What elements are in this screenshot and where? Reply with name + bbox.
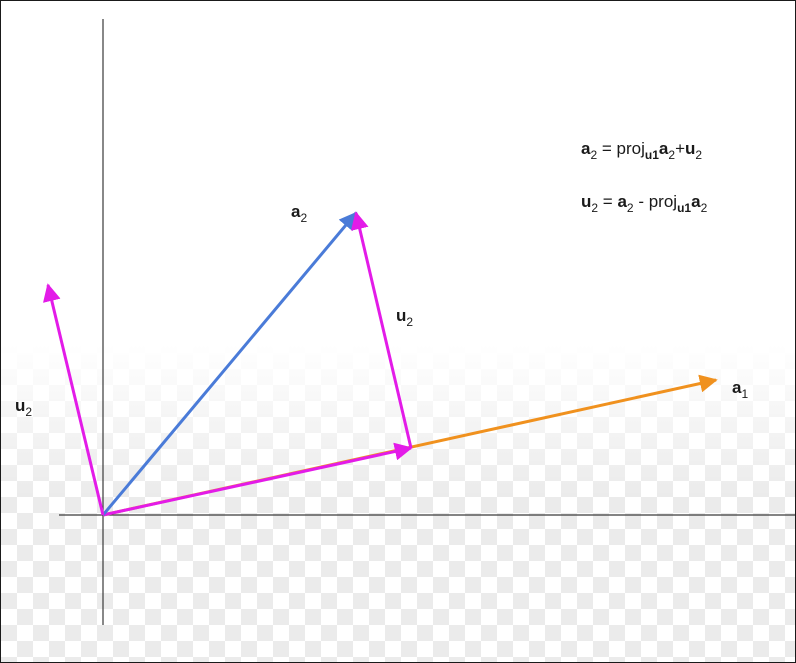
- label-u2-left: u2: [15, 396, 32, 419]
- equation-2: u2 = a2 - proju1a2: [581, 192, 708, 215]
- label-a2: a2: [291, 202, 307, 225]
- vector-u2-right: [350, 211, 413, 449]
- label-u2-right: u2: [396, 306, 413, 329]
- vector-a2: [101, 211, 358, 516]
- vector-u2-left: [43, 283, 105, 516]
- label-a1: a1: [732, 378, 748, 401]
- equation-1: a2 = proju1a2+u2: [581, 139, 702, 162]
- vector-proj-u1-a2: [102, 442, 413, 517]
